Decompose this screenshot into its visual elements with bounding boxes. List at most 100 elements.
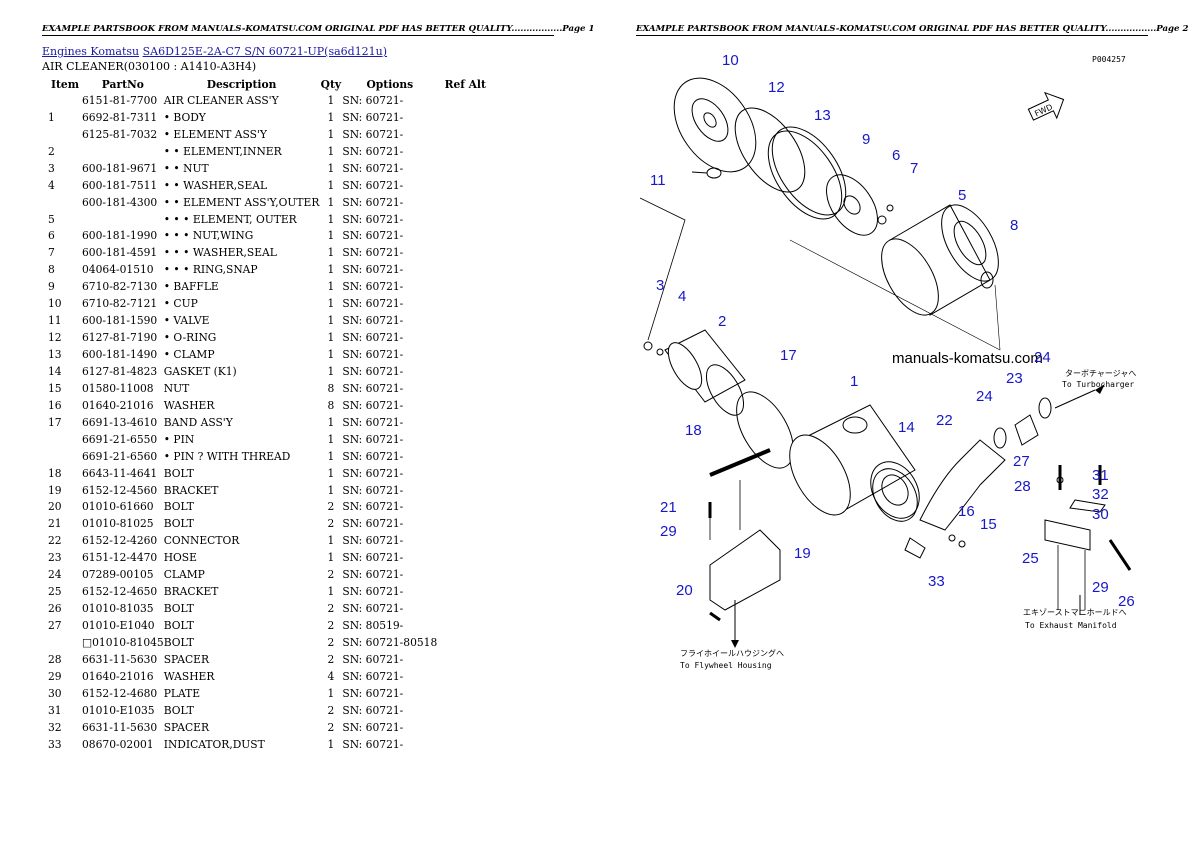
cell-qty: 2 — [327, 720, 335, 734]
cell-qty: 1 — [327, 348, 335, 362]
callout-8: 8 — [1010, 217, 1018, 234]
cell-item: 5 — [48, 212, 55, 226]
cell-qty: 1 — [327, 585, 335, 599]
cell-refalt — [437, 278, 493, 295]
cell-qty: 1 — [327, 364, 335, 378]
flywheel-label-jp: フライホイールハウジングへ — [680, 648, 784, 658]
cell-refalt — [437, 380, 493, 397]
cell-item: 12 — [48, 331, 62, 345]
breadcrumb-link-model[interactable]: SA6D125E-2A-C7 S/N 60721-UP(sa6d121u) — [142, 45, 388, 58]
cell-qty: 2 — [327, 602, 335, 616]
marker-box-icon: □ — [82, 635, 93, 649]
cell-options: SN: 80519- — [342, 619, 404, 633]
cell-options: SN: 60721- — [342, 686, 404, 700]
watermark: manuals-komatsu.com — [892, 350, 1043, 367]
page-header-left: EXAMPLE PARTSBOOK FROM MANUALS-KOMATSU.C… — [42, 24, 595, 36]
cell-options: SN: 60721- — [342, 110, 404, 124]
cell-refalt — [437, 244, 493, 261]
cell-description: AIR CLEANER ASS'Y — [163, 93, 279, 107]
cell-refalt — [437, 312, 493, 329]
cell-qty: 2 — [327, 568, 335, 582]
cell-description: INDICATOR,DUST — [163, 737, 265, 751]
breadcrumb-link-engines[interactable]: Engines Komatsu — [42, 45, 140, 58]
callout-29b: 29 — [1092, 579, 1109, 596]
cell-partno: 6125-81-7032 — [82, 127, 158, 141]
cell-description: • CUP — [163, 297, 198, 311]
turbo-label-jp: ターボチャージャへ — [1065, 369, 1136, 378]
cell-refalt — [437, 194, 493, 211]
cell-item: 13 — [48, 348, 62, 362]
callout-26: 26 — [1118, 593, 1135, 610]
gasket-drawing — [872, 468, 918, 522]
cell-description: • • • RING,SNAP — [163, 263, 258, 277]
cell-partno — [82, 211, 164, 228]
cell-item: 15 — [48, 381, 62, 395]
cell-description: CONNECTOR — [163, 534, 240, 548]
cell-refalt — [437, 465, 493, 482]
cell-qty: 1 — [327, 195, 335, 209]
bracket-19-drawing — [709, 480, 781, 611]
cell-refalt — [437, 651, 493, 668]
cell-partno: 600-181-1590 — [82, 314, 158, 328]
cell-description: CLAMP — [163, 568, 205, 582]
cell-description: PLATE — [163, 686, 201, 700]
cell-qty: 2 — [327, 652, 335, 666]
cell-item — [42, 126, 82, 143]
cell-options: SN: 60721- — [342, 364, 404, 378]
cell-qty: 1 — [327, 449, 335, 463]
cell-description: • CLAMP — [163, 348, 215, 362]
cell-item: 6 — [48, 229, 55, 243]
parts-table: Item PartNo Description Qty Options Ref … — [42, 76, 493, 753]
cell-qty: 1 — [327, 144, 335, 158]
col-header-refalt: Ref Alt — [444, 77, 486, 91]
cup-part-drawing — [673, 77, 757, 173]
callout-3: 3 — [656, 277, 664, 294]
callout-13: 13 — [814, 107, 831, 124]
cell-partno: 01010-E1040 — [82, 619, 155, 633]
cell-partno: 01010-81035 — [82, 602, 154, 616]
cell-refalt — [437, 431, 493, 448]
cell-partno: 6643-11-4641 — [82, 466, 158, 480]
cell-description: SPACER — [163, 652, 209, 666]
dust-indicator-drawing — [904, 537, 926, 559]
cell-options: SN: 60721- — [342, 144, 404, 158]
cell-options: SN: 60721- — [342, 703, 404, 717]
figure-code: P004257 — [1092, 55, 1126, 64]
cell-item — [42, 431, 82, 448]
cell-partno: 6631-11-5630 — [82, 720, 158, 734]
col-header-partno: PartNo — [101, 77, 144, 91]
callout-labels: 10 12 13 9 6 7 11 5 8 3 4 2 17 1 24 23 2… — [650, 52, 1135, 610]
cell-qty: 2 — [327, 635, 335, 649]
cell-description: • • ELEMENT,INNER — [163, 144, 282, 158]
cell-partno: 600-181-4300 — [82, 195, 158, 209]
cell-options: SN: 60721- — [342, 415, 404, 429]
cell-options: SN: 60721- — [342, 737, 404, 751]
cell-options: SN: 60721- — [342, 229, 404, 243]
cell-refalt — [437, 177, 493, 194]
cell-item — [42, 194, 82, 211]
cell-refalt — [437, 566, 493, 583]
cell-options: SN: 60721- — [342, 195, 404, 209]
callout-24b: 24 — [976, 388, 993, 405]
cell-options: SN: 60721-80518 — [342, 635, 438, 649]
cell-item: 22 — [48, 534, 62, 548]
callout-31: 31 — [1092, 467, 1109, 484]
cell-refalt — [437, 414, 493, 431]
cell-refalt — [437, 126, 493, 143]
cell-qty: 8 — [327, 398, 335, 412]
cell-partno: 6151-12-4470 — [82, 551, 158, 565]
exploded-parts-diagram: P004257 FWD — [639, 52, 1136, 670]
cell-description: • • NUT — [163, 161, 209, 175]
cell-partno: 6692-81-7311 — [82, 110, 158, 124]
cell-refalt — [437, 143, 493, 160]
cell-partno: 6691-21-6560 — [82, 449, 158, 463]
cell-options: SN: 60721- — [342, 551, 404, 565]
